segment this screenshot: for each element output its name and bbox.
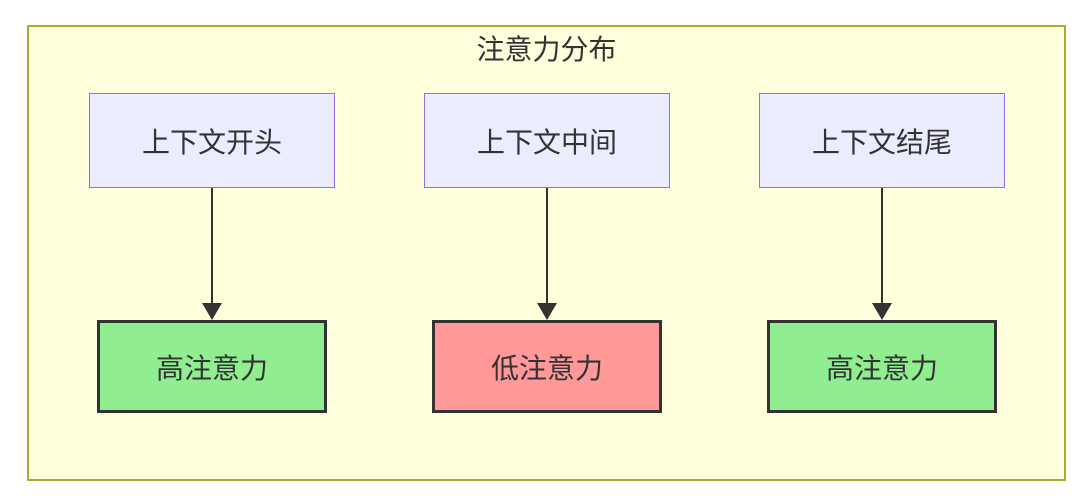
node-context-middle: 上下文中间 bbox=[424, 93, 670, 188]
cluster-title: 注意力分布 bbox=[476, 34, 617, 65]
node-context-beginning: 上下文开头 bbox=[89, 93, 335, 188]
node-high-attention-1: 高注意力 bbox=[97, 320, 327, 413]
flow-column-context-beginning: 上下文开头 高注意力 bbox=[89, 93, 335, 413]
node-high-attention-2: 高注意力 bbox=[767, 320, 997, 413]
flow-column-context-end: 上下文结尾 高注意力 bbox=[759, 93, 1005, 413]
arrow-down-3 bbox=[872, 188, 892, 320]
arrow-line bbox=[880, 188, 884, 303]
arrowhead-icon bbox=[537, 303, 557, 320]
arrow-down-2 bbox=[537, 188, 557, 320]
node-context-end: 上下文结尾 bbox=[759, 93, 1005, 188]
arrow-line bbox=[210, 188, 214, 303]
arrowhead-icon bbox=[872, 303, 892, 320]
node-low-attention: 低注意力 bbox=[432, 320, 662, 413]
flow-column-context-middle: 上下文中间 低注意力 bbox=[424, 93, 670, 413]
arrow-down-1 bbox=[202, 188, 222, 320]
arrowhead-icon bbox=[202, 303, 222, 320]
arrow-line bbox=[545, 188, 549, 303]
